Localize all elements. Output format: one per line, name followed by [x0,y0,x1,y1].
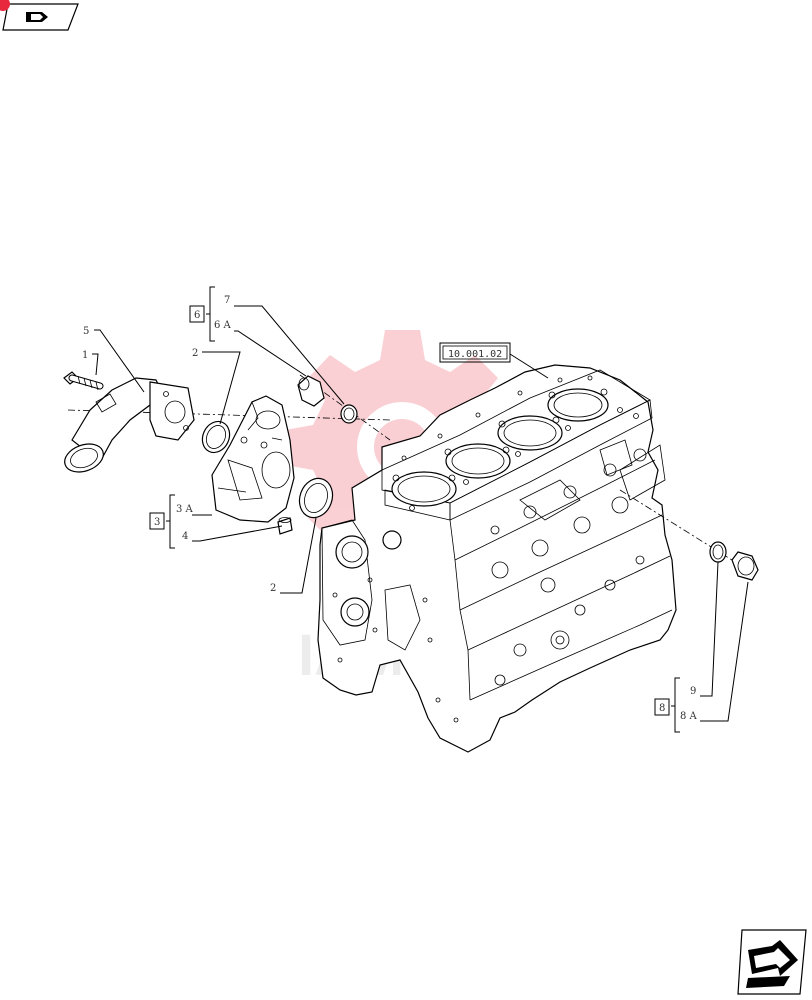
callout-7: 7 [224,295,230,306]
callout-4: 4 [182,531,188,542]
red-badge-icon [0,0,10,11]
reference-code: 10.001.02 [448,349,502,360]
group-bracket-3 [149,494,175,549]
callout-8a: 8 A [680,711,698,722]
leader-lines [92,305,749,722]
arrow-prev-icon [26,12,48,22]
part-bolt [63,371,104,391]
group-bracket-6 [189,286,215,342]
part-outlet-elbow [64,377,195,473]
part-dowel-pin [277,517,293,535]
next-page-button[interactable] [737,929,807,995]
callout-6a: 6 A [214,320,232,331]
callout-3a: 3 A [176,504,194,515]
part-seal-ring [340,404,358,424]
reference-box[interactable] [439,342,511,363]
part-washer [709,541,727,563]
group-label-6: 6 [194,310,200,321]
group-label-3: 3 [154,517,160,528]
arrow-next-icon [746,940,798,988]
callout-5: 5 [83,326,89,337]
group-bracket-8 [654,677,680,733]
centerline-side [619,489,741,566]
centerline-front [67,409,391,421]
part-oring-bottom [298,477,334,519]
callout-1: 1 [82,350,88,361]
callout-9: 9 [690,686,696,697]
part-side-plug [731,551,759,581]
part-thermostat-housing [211,395,295,523]
callout-2-bottom: 2 [270,583,276,594]
part-oring-top [201,420,231,454]
engine-block [317,364,677,753]
part-plug [297,375,325,407]
prev-page-button[interactable] [0,0,79,31]
callout-2-top: 2 [192,348,198,359]
group-label-8: 8 [659,703,665,714]
